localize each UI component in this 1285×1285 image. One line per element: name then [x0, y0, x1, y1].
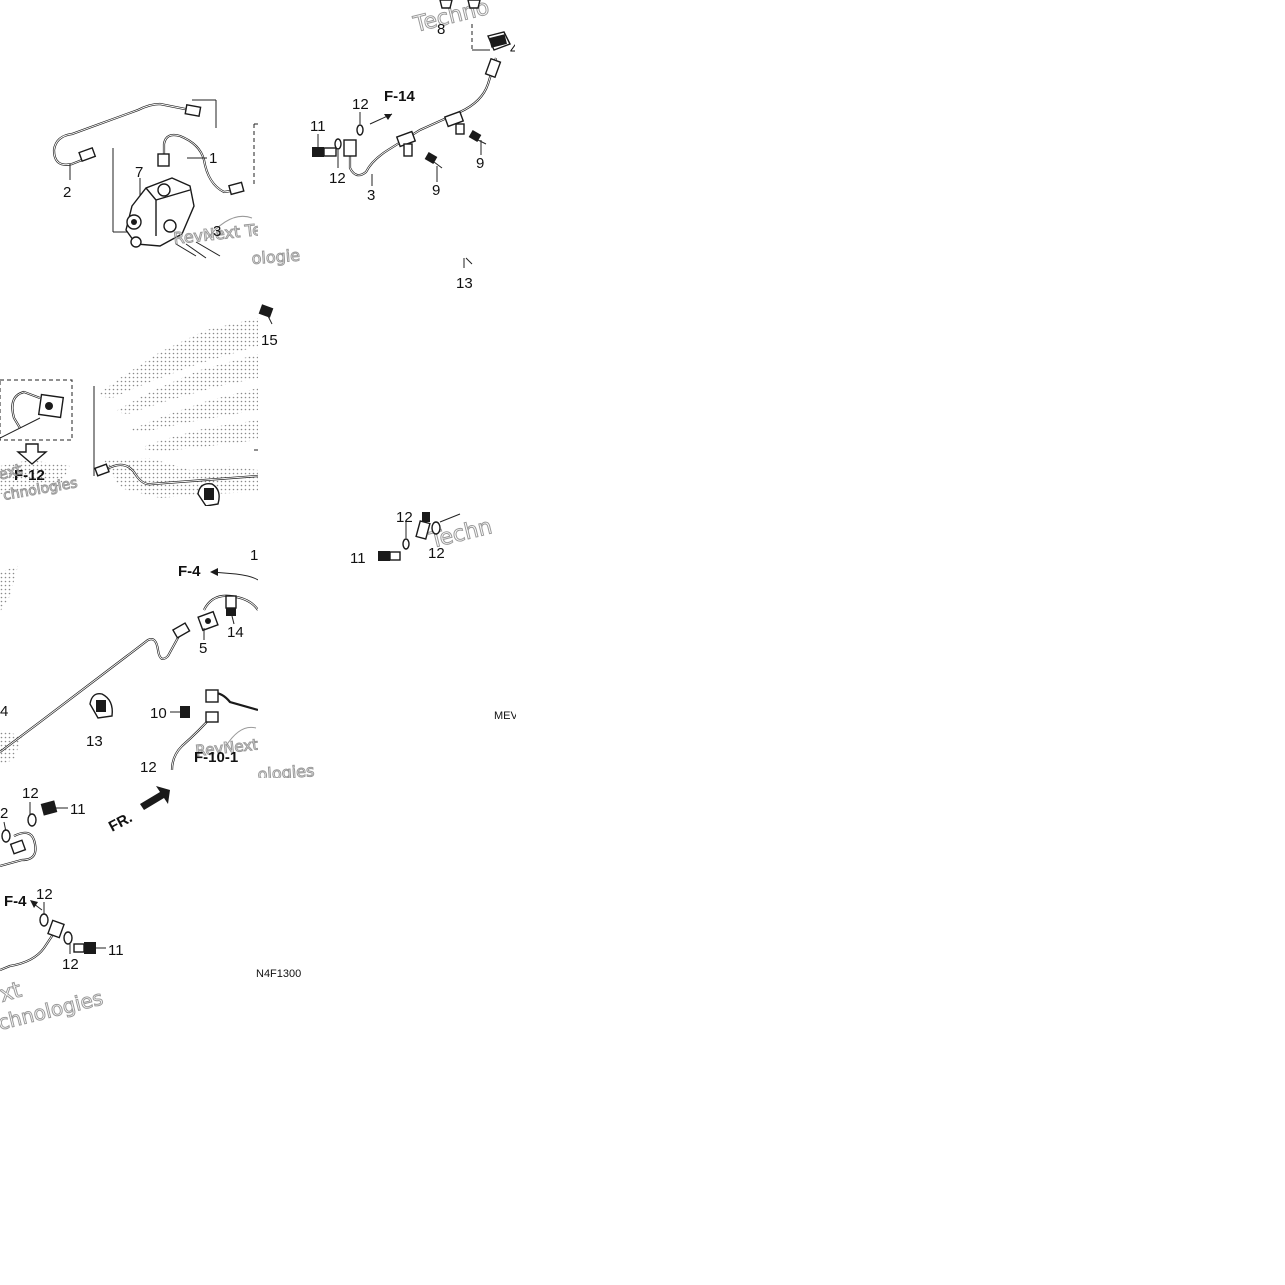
pipe-fitting: [157, 153, 170, 167]
callout-9: 9: [476, 155, 484, 172]
reference-code-partial: MEV: [494, 706, 516, 722]
pipe-fitting: [184, 104, 202, 117]
bolt-10: [170, 706, 190, 718]
svg-text:ologies: ologies: [251, 247, 309, 268]
callout-13: 13: [86, 733, 103, 750]
callout-12: 12: [428, 545, 445, 562]
banjo-bolt-11: [73, 942, 96, 954]
sealing-washer-12: [402, 521, 441, 550]
svg-text:MEV: MEV: [494, 710, 516, 722]
callout-9: 9: [432, 182, 440, 199]
hose-clamp: [395, 110, 465, 157]
callout-2: 2: [0, 805, 8, 822]
callout-11: 11: [108, 942, 124, 959]
callout-3: 3: [213, 223, 221, 240]
callout-12: 12: [62, 956, 79, 973]
tile-wing-section: F-12 chnologies ext: [0, 300, 258, 506]
brake-hose-3: [348, 57, 498, 177]
three-way-joint: [170, 689, 258, 771]
reference-code: N4F1300: [256, 968, 301, 980]
callout-8: 8: [437, 21, 445, 38]
rear-hose-drawing: 2 12 11 FR. F-4 12: [0, 785, 301, 1035]
callout-3: 3: [367, 187, 375, 204]
callout-12: 12: [396, 509, 413, 526]
callout-15: 15: [261, 332, 278, 349]
callout-14: 14: [227, 624, 244, 641]
tile-front-pipes: F-4 5 14 4: [0, 540, 258, 772]
hose-joint: [37, 393, 65, 419]
callout-7: 7: [135, 164, 143, 181]
wing-section-drawing: F-12 chnologies ext: [0, 318, 258, 506]
callout-4: 4: [0, 703, 8, 720]
section-ref-f4: F-4: [4, 893, 27, 910]
callout-1: 1: [209, 150, 217, 167]
callout-11: 11: [350, 550, 366, 567]
callout-5: 5: [199, 640, 207, 657]
banjo-bolt-11: [40, 800, 58, 816]
callout-1: 1: [250, 547, 258, 564]
callout-12: 12: [329, 170, 346, 187]
tile-rear-hose: 2 12 11 FR. F-4 12: [0, 778, 320, 1040]
bolt-15-group: 15: [256, 300, 288, 352]
bolt-15: [258, 304, 274, 318]
brake-hose: [0, 929, 57, 972]
section-ref-f10-1: F-10-1: [194, 749, 238, 766]
callout-12: 12: [36, 886, 53, 903]
arrow-f12: [16, 443, 48, 465]
hose-assembly-drawing: Techno 8 4: [310, 0, 515, 292]
callout-12: 12: [352, 96, 369, 113]
section-ref-f12: F-12: [14, 467, 45, 484]
callout-12: 12: [22, 785, 39, 802]
callout-11: 11: [310, 118, 326, 135]
tile-valve-assembly: RevNext Tec 1 2 7 3: [0, 0, 258, 262]
callout-2: 2: [63, 184, 71, 201]
banjo-fittings-drawing: Techn 12 11 12: [350, 509, 495, 567]
forward-arrow: FR.: [106, 786, 170, 836]
tile-hose-assembly: Techno 8 4: [300, 0, 515, 300]
valve-assembly-drawing: RevNext Tec 1 2 7 3: [52, 99, 258, 259]
hose-joint: [487, 31, 511, 51]
pipe-clamp: [197, 483, 220, 506]
section-ref-f14: F-14: [384, 88, 416, 105]
hose-fitting: [415, 512, 431, 540]
brake-valve-7: [125, 177, 221, 259]
sealing-washer-12: [1, 813, 37, 843]
callout-13: 13: [456, 275, 473, 292]
svg-text:4: 4: [510, 41, 515, 58]
section-ref-f4: F-4: [178, 563, 201, 580]
pipe-joint-5: [197, 594, 258, 632]
front-pipes-drawing: F-4 5 14 4: [0, 547, 258, 772]
tile-banjo-fittings: Techn 12 11 12: [348, 508, 515, 570]
detail-box: [0, 379, 73, 441]
wing-logo-watermark: [0, 318, 258, 498]
pipe-fitting: [228, 181, 245, 196]
bolt-9: [424, 130, 487, 169]
watermark-tail-a: ologies: [246, 245, 336, 269]
sealing-washer-12: [39, 913, 49, 927]
banjo-bolt-11: [312, 147, 337, 157]
pipe-clamp-13: [89, 693, 113, 719]
forward-label: FR.: [106, 809, 135, 835]
sealing-washer-12: [334, 124, 364, 150]
callout-11: 11: [70, 801, 86, 818]
sealing-washer-12: [63, 931, 73, 945]
banjo-bolt-11: [378, 551, 401, 561]
callout-12: 12: [140, 759, 157, 772]
pipe-fitting: [78, 146, 97, 162]
watermark-text: xt: [0, 978, 25, 1008]
callout-10: 10: [150, 705, 167, 722]
bolt-14: [226, 608, 236, 625]
